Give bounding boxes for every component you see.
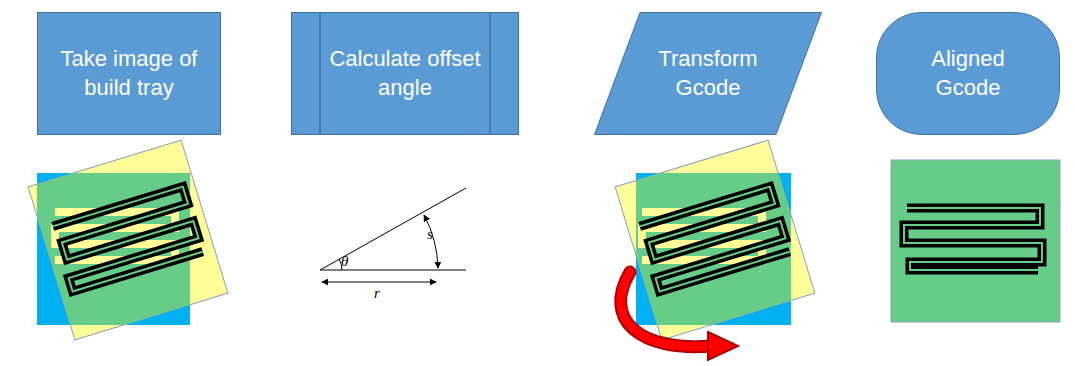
process-box: Take image of build tray [37,12,221,135]
node-outline [876,12,1060,135]
tray-transform [615,140,815,360]
terminator-box: Aligned Gcode [876,12,1060,135]
node-outline [594,12,822,135]
angle-figure [320,188,466,282]
tray-image [28,140,228,340]
predefined-process-box: Calculate offset angle [291,12,519,135]
node-label: Take image of build tray [55,45,203,102]
io-parallelogram: Transform Gcode [594,12,822,135]
node-label: Transform Gcode [644,45,772,102]
node-label: Calculate offset angle [327,45,483,102]
math-label: s [427,226,433,243]
node-label: Aligned Gcode [898,45,1038,102]
math-label: r [374,285,380,302]
aligned-tray [891,160,1060,322]
math-label: θ [341,253,348,270]
node-outline [37,12,221,135]
node-outline [291,12,519,135]
